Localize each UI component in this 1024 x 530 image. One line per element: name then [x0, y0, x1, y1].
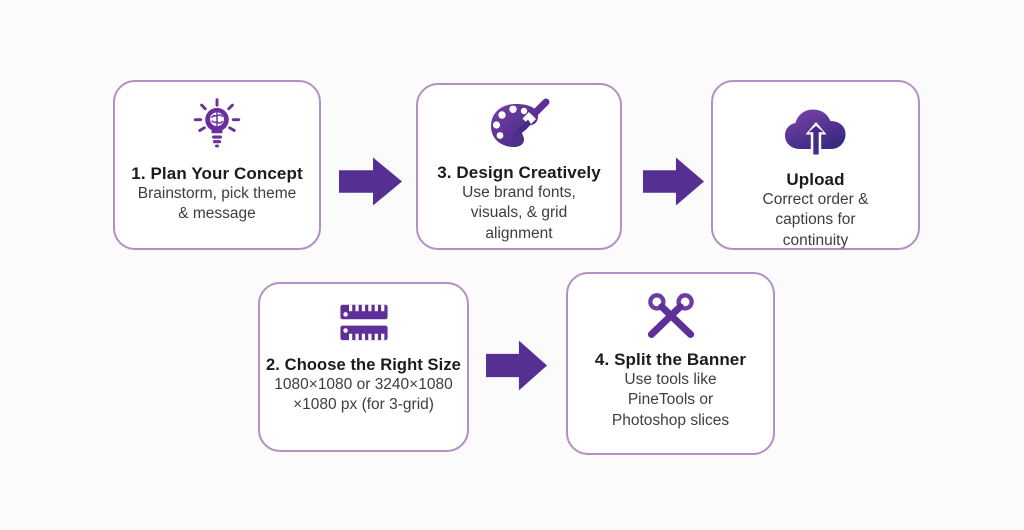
- lightbulb-brain-icon: [193, 98, 241, 148]
- step-title: Upload: [786, 170, 845, 189]
- arrow-right-icon: [643, 157, 704, 206]
- step-card-choose-size: 2. Choose the Right Size 1080×1080 or 32…: [258, 282, 469, 452]
- arrow-right-icon: [339, 157, 402, 206]
- ruler-icon: [339, 304, 388, 341]
- step-line: Use tools like: [624, 371, 717, 388]
- step-line: & message: [178, 205, 256, 223]
- step-card-upload: Upload Correct order & captions for cont…: [711, 80, 920, 250]
- step-card-split-banner: 4. Split the Banner Use tools like PineT…: [566, 272, 775, 455]
- step-title: 1. Plan Your Concept: [131, 164, 303, 183]
- step-line: Brainstorm, pick theme: [137, 185, 297, 202]
- step-line: alignment: [485, 224, 553, 242]
- palette-brush-icon: [491, 98, 550, 147]
- step-line: 1080×1080 or 3240×1080: [274, 376, 453, 393]
- cloud-upload-icon: [784, 109, 845, 157]
- step-line: PineTools or: [627, 391, 714, 409]
- step-line: Use brand fonts,: [462, 184, 576, 201]
- step-line: continuity: [782, 231, 849, 249]
- step-line: Photoshop slices: [611, 411, 730, 429]
- step-card-plan-concept: 1. Plan Your Concept Brainstorm, pick th…: [113, 80, 321, 250]
- step-title: 3. Design Creatively: [437, 163, 601, 182]
- step-line: ×1080 px (for 3-grid): [293, 396, 434, 414]
- step-title: 4. Split the Banner: [594, 350, 747, 369]
- arrow-right-icon: [486, 340, 547, 391]
- step-title: 2. Choose the Right Size: [266, 356, 461, 374]
- step-card-design-creatively: 3. Design Creatively Use brand fonts, vi…: [416, 83, 622, 250]
- step-line: captions for: [775, 211, 856, 229]
- step-line: Correct order &: [762, 191, 869, 208]
- scissors-icon: [647, 293, 694, 339]
- step-line: visuals, & grid: [470, 204, 568, 222]
